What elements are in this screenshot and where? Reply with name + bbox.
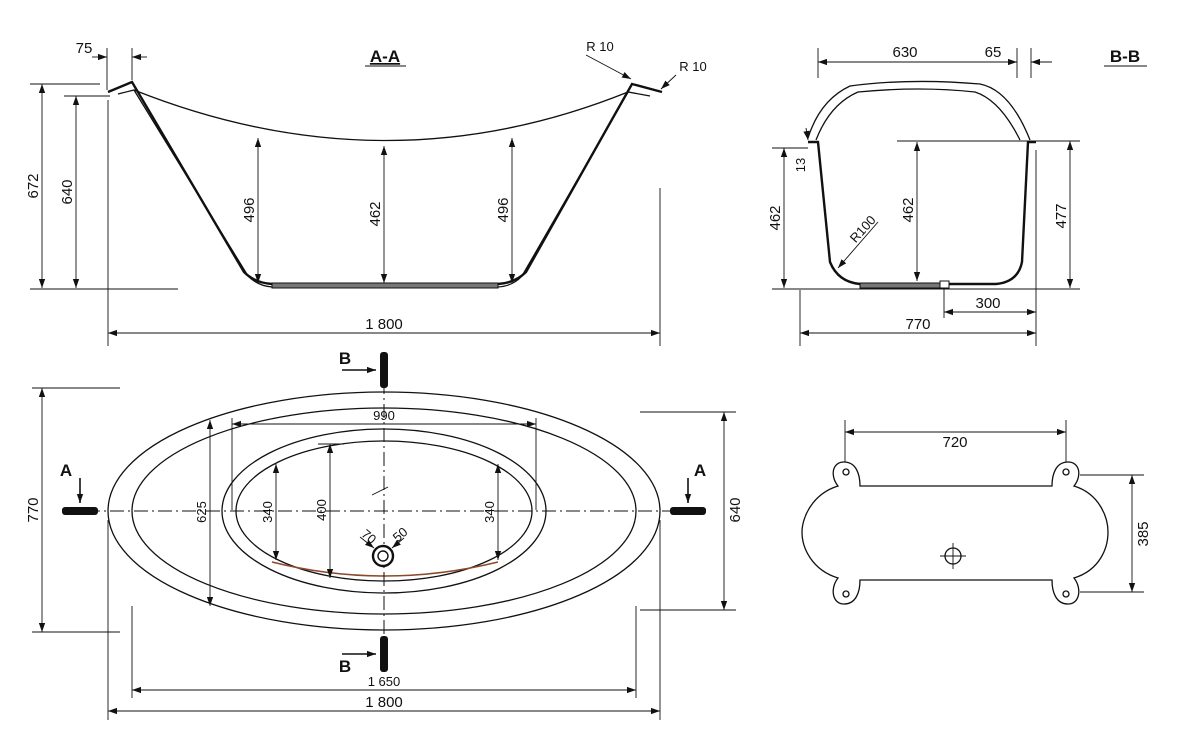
section-bb-bottom-hatch — [859, 282, 941, 289]
dim-75: 75 — [76, 40, 93, 57]
dim-1650: 1 650 — [368, 674, 401, 689]
section-bb-title: B-B — [1110, 47, 1140, 66]
section-aa-rim-curve — [133, 89, 629, 142]
plan-overflow-mark — [371, 486, 389, 496]
section-bb: B-B 630 65 462 13 462 477 R100 300 — [767, 44, 1147, 346]
dim-line-13 — [803, 127, 810, 141]
base-hole-top-left — [842, 468, 850, 476]
cut-label-a-right: A — [694, 461, 706, 480]
dim-bb-770: 770 — [905, 316, 930, 333]
section-aa: A-A 672 640 75 496 462 496 R 10 R 10 — [25, 39, 707, 346]
dim-r100: R100 — [847, 212, 879, 245]
plan-view: 70 50 990 625 340 400 340 770 640 1 650 — [25, 349, 744, 720]
dim-640: 640 — [59, 179, 76, 204]
dim-630: 630 — [892, 44, 917, 61]
dim-990: 990 — [373, 408, 395, 423]
section-bb-drain — [939, 280, 950, 289]
dim-65: 65 — [985, 44, 1002, 61]
dim-462-center: 462 — [367, 201, 384, 226]
cut-label-b-bottom: B — [339, 657, 351, 676]
leader-r100 — [837, 221, 879, 269]
plan-drain-inner — [377, 550, 389, 562]
cut-label-b-top: B — [339, 349, 351, 368]
leader-70 — [359, 536, 375, 549]
cut-label-a-left: A — [60, 461, 72, 480]
base-hole-top-right — [1062, 468, 1070, 476]
section-aa-bottom-hatch — [271, 282, 499, 289]
cut-marker-b-top: B — [339, 349, 388, 388]
dim-400: 400 — [314, 499, 329, 521]
base-plate-outline — [801, 461, 1109, 605]
leader-r10-second — [660, 74, 677, 90]
dim-r10-first: R 10 — [586, 39, 613, 54]
dim-70: 70 — [359, 526, 380, 547]
section-bb-rim-back — [807, 80, 1031, 141]
dim-plan-1800: 1 800 — [365, 694, 403, 711]
dim-50: 50 — [390, 524, 411, 545]
dim-672: 672 — [25, 173, 42, 198]
dim-720: 720 — [942, 434, 967, 451]
dim-plan-640: 640 — [727, 497, 744, 522]
base-plate-view: 720 385 — [801, 420, 1152, 605]
leader-50 — [391, 537, 405, 549]
dim-bb-462-inner: 462 — [900, 197, 917, 222]
dim-477: 477 — [1053, 203, 1070, 228]
dim-300: 300 — [975, 295, 1000, 312]
dim-496-left: 496 — [241, 197, 258, 222]
cut-marker-b-bottom: B — [339, 636, 388, 676]
cut-marker-a-right: A — [670, 461, 706, 515]
section-aa-title: A-A — [370, 47, 400, 66]
dim-r10-second: R 10 — [679, 59, 706, 74]
dim-length-1800: 1 800 — [365, 316, 403, 333]
dim-625: 625 — [194, 501, 209, 523]
dim-340-right: 340 — [482, 501, 497, 523]
dim-bb-462-left: 462 — [767, 205, 784, 230]
dim-13: 13 — [793, 158, 808, 172]
section-bb-rim-back-inner — [815, 88, 1021, 141]
leader-r10-first — [585, 54, 632, 80]
dim-385: 385 — [1135, 521, 1152, 546]
base-hole-bottom-left — [842, 590, 850, 598]
dim-plan-770: 770 — [25, 497, 42, 522]
dim-496-right: 496 — [495, 197, 512, 222]
base-hole-bottom-right — [1062, 590, 1070, 598]
cut-marker-a-left: A — [60, 461, 98, 515]
dim-340-left: 340 — [260, 501, 275, 523]
